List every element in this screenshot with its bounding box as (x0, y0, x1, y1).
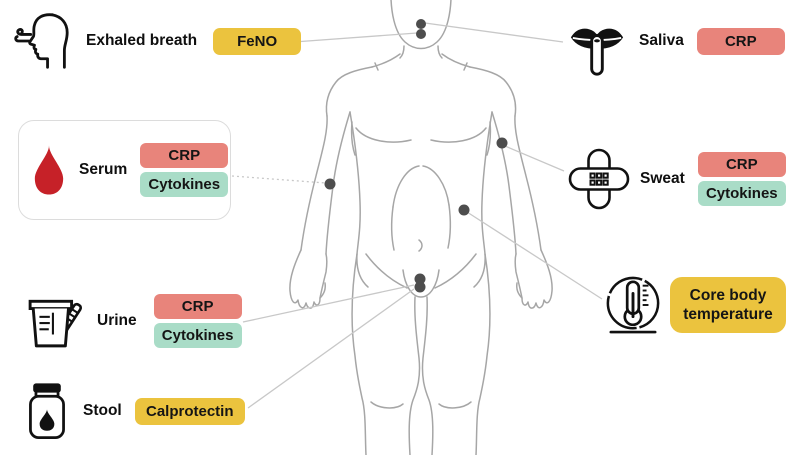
connector-line-stool (247, 288, 415, 409)
body-marker-mouth-upper (416, 19, 426, 29)
connector-line-exhaled-breath (293, 32, 418, 43)
serum-label: Serum (79, 161, 128, 178)
serum-badges: CRP Cytokines (140, 143, 229, 197)
core-temp-badge: Core body temperature (670, 277, 786, 333)
connector-line-sweat (504, 145, 565, 172)
body-marker-groin-lower (414, 281, 426, 293)
stool-group: Stool Calprotectin (24, 380, 245, 442)
saliva-swab-icon (568, 22, 626, 78)
feno-badge: FeNO (213, 27, 302, 55)
stool-label: Stool (83, 402, 122, 419)
saliva-group: Saliva CRP (568, 12, 785, 76)
connector-line-serum (231, 175, 327, 184)
serum-crp-badge: CRP (140, 143, 229, 168)
body-marker-abdomen (458, 204, 470, 216)
exhaled-breath-label: Exhaled breath (86, 32, 198, 49)
exhaled-breath-icon (12, 12, 70, 70)
saliva-label: Saliva (639, 32, 684, 49)
connector-line-core-temp (466, 211, 603, 300)
human-body-outline (289, 0, 553, 455)
connector-line-saliva (424, 22, 564, 43)
serum-group: Serum CRP Cytokines (18, 120, 231, 220)
urine-cup-icon (24, 293, 86, 349)
body-marker-left-arm (496, 137, 508, 149)
calprotectin-badge: Calprotectin (134, 397, 245, 425)
sweat-cytokines-badge: Cytokines (697, 181, 786, 206)
thermometer-icon (604, 274, 662, 336)
saliva-crp-badge: CRP (696, 27, 785, 55)
core-temp-group: Core body temperature (604, 274, 786, 336)
sweat-group: Sweat CRP Cytokines (567, 147, 786, 211)
sweat-badges: CRP Cytokines (697, 152, 786, 206)
body-marker-right-arm (324, 178, 336, 190)
connector-line-urine (242, 284, 415, 323)
urine-badges: CRP Cytokines (153, 294, 242, 348)
exhaled-breath-group: Exhaled breath FeNO (12, 12, 302, 70)
urine-cytokines-badge: Cytokines (153, 323, 242, 348)
serum-cytokines-badge: Cytokines (140, 172, 229, 197)
body-marker-mouth-lower (416, 29, 426, 39)
urine-label: Urine (97, 312, 137, 329)
urine-group: Urine CRP Cytokines (24, 292, 242, 350)
blood-drop-icon (32, 143, 66, 197)
stool-jar-icon (24, 381, 70, 441)
body-marker-groin-upper (414, 273, 426, 285)
sweat-crp-badge: CRP (697, 152, 786, 177)
urine-crp-badge: CRP (153, 294, 242, 319)
adhesive-patch-icon (567, 147, 631, 211)
sweat-label: Sweat (640, 170, 685, 187)
